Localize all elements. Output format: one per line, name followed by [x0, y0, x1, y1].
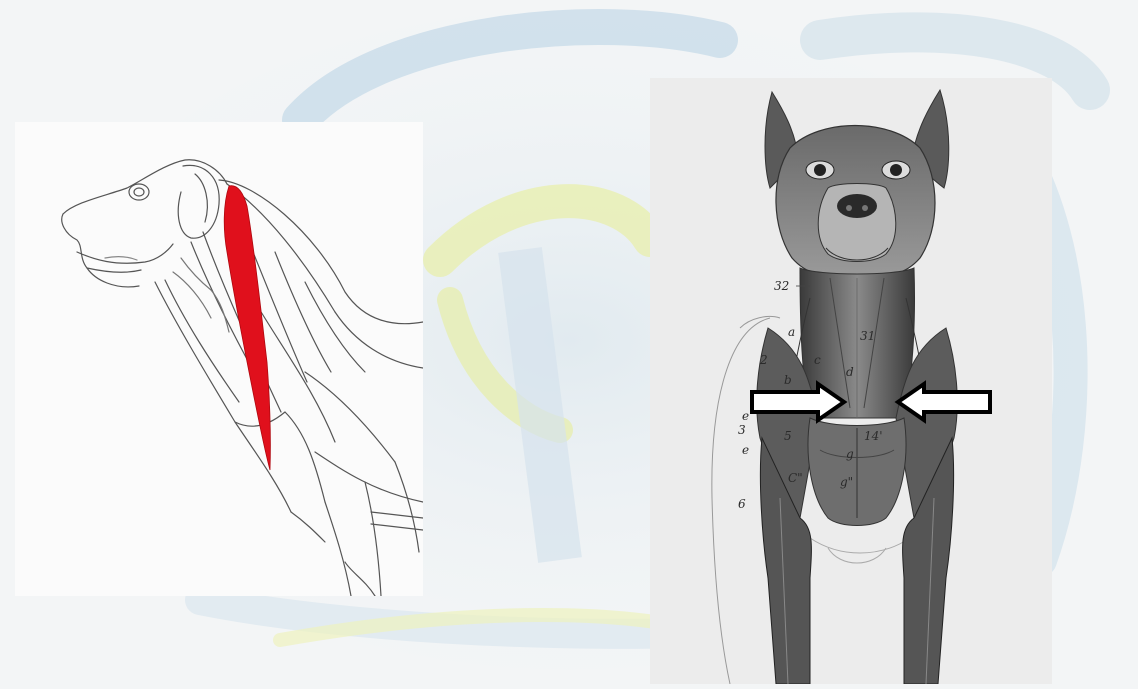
label-6: 6 — [738, 497, 746, 511]
label-31: 31 — [860, 329, 875, 343]
ventral-dog-engraving: 32 a 31 2 c d b e 3 5 14' e g C" g" 6 — [650, 78, 1052, 684]
label-d: d — [846, 365, 854, 379]
label-c: c — [814, 353, 821, 367]
label-5: 5 — [784, 429, 792, 443]
label-3: 3 — [738, 423, 746, 437]
ventral-anatomy-panel: 32 a 31 2 c d b e 3 5 14' e g C" g" 6 — [650, 78, 1052, 684]
label-g: g — [846, 447, 854, 461]
label-e-upper: e — [742, 409, 749, 423]
label-g-double-prime: g" — [840, 475, 853, 489]
label-2: 2 — [759, 353, 768, 367]
label-c-double-prime: C" — [788, 471, 803, 485]
label-b: b — [784, 373, 792, 387]
lateral-dog-sketch — [15, 122, 423, 596]
label-a: a — [788, 325, 795, 339]
label-14prime: 14' — [864, 429, 883, 443]
lateral-anatomy-panel — [15, 122, 423, 596]
label-32: 32 — [774, 279, 789, 293]
label-e-lower: e — [742, 443, 749, 457]
